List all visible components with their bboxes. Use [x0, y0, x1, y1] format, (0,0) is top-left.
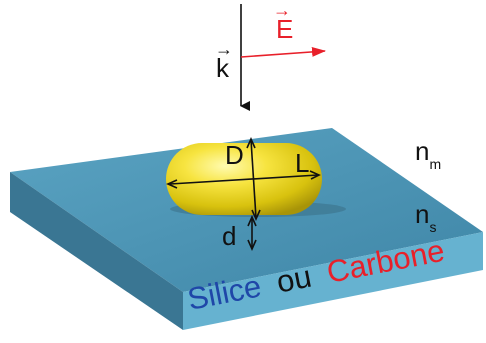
diameter-arrow [246, 137, 261, 221]
gap-arrow [247, 215, 257, 251]
substrate-index-label: ns [415, 199, 436, 235]
electric-field-arrow [240, 46, 326, 58]
substrate-front-face [183, 232, 483, 330]
electric-field-overarrow: → [273, 0, 291, 20]
substrate-index-subscript: s [429, 219, 436, 235]
wave-vector-overarrow: → [215, 39, 233, 59]
wave-vector-label: k [216, 53, 230, 83]
gap-label: d [222, 221, 236, 251]
electric-field-label: E [276, 14, 293, 44]
medium-index-base: n [415, 136, 429, 166]
caption-word-ou: ou [274, 259, 315, 300]
substrate-side-face [10, 172, 183, 330]
substrate-index-base: n [415, 199, 429, 229]
medium-index-subscript: m [429, 156, 441, 172]
rod-length-label: L [295, 148, 309, 178]
medium-index-label: nm [415, 136, 441, 172]
length-arrow [166, 170, 321, 189]
rod-diameter-label: D [225, 140, 244, 170]
